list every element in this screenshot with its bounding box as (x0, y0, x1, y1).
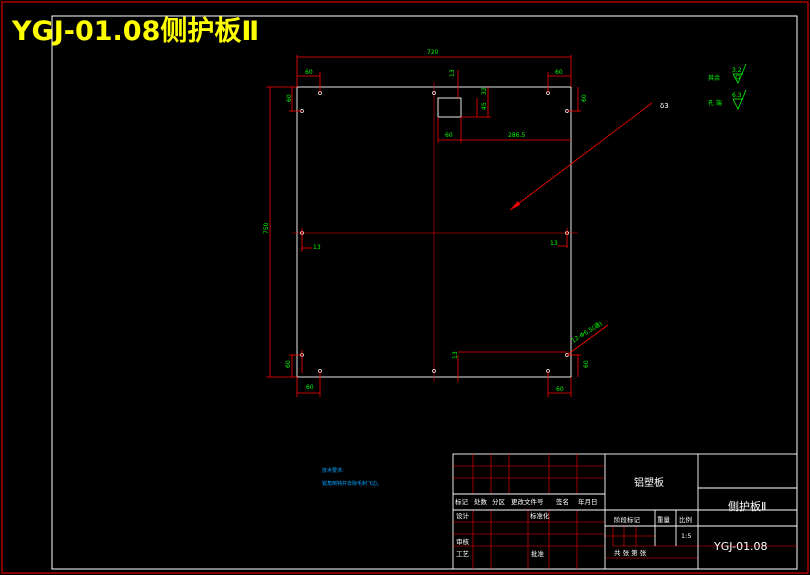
svg-text:处数: 处数 (474, 497, 488, 506)
dim-cutout-offset: 286.5 (508, 132, 525, 139)
drawing-title: YGJ-01.08侧护板Ⅱ (11, 16, 259, 47)
svg-text:审核: 审核 (456, 537, 470, 546)
inner-frame (51, 15, 798, 570)
dimension-lines (266, 55, 653, 397)
svg-text:批准: 批准 (531, 549, 545, 558)
svg-text:3.2: 3.2 (732, 67, 742, 74)
svg-text:阶段标记: 阶段标记 (614, 515, 641, 524)
svg-text:孔 端: 孔 端 (708, 99, 722, 107)
svg-text:设计: 设计 (456, 511, 470, 520)
dim-cutout-32: 32 (481, 87, 488, 95)
center-lines (292, 82, 578, 382)
svg-text:6.3: 6.3 (732, 92, 742, 99)
svg-text:标准化: 标准化 (530, 511, 550, 520)
svg-text:签名: 签名 (556, 497, 569, 506)
dim-mid-left-13: 13 (313, 244, 321, 251)
svg-text:比例: 比例 (679, 515, 692, 524)
dim-top-left-60: 60 (305, 69, 313, 76)
svg-text:分区: 分区 (492, 497, 506, 506)
mounting-holes (300, 91, 569, 373)
dim-bottom-right-60: 60 (556, 386, 564, 393)
dim-cutout-45: 45 (481, 102, 488, 110)
dim-left-60: 60 (286, 94, 293, 102)
svg-text:年月日: 年月日 (578, 497, 598, 506)
svg-text:1:5: 1:5 (681, 532, 691, 540)
dim-overall-width: 720 (427, 49, 439, 56)
title-block: 铝塑板 侧护板Ⅱ YGJ-01.08 标记 处数 分区 更改文件号 签名 年月日… (452, 453, 798, 570)
plate-cutout (437, 97, 462, 118)
dim-bottom-13: 13 (452, 351, 459, 359)
dim-top-right-60: 60 (555, 69, 563, 76)
drawing-number: YGJ-01.08 (713, 540, 768, 553)
dim-mid-right-13: 13 (550, 240, 558, 247)
thickness-label: δ3 (660, 102, 669, 110)
svg-text:重量: 重量 (657, 516, 671, 524)
material-label: 铝塑板 (634, 476, 664, 489)
dim-cutout-60: 60 (445, 132, 453, 139)
svg-text:更改文件号: 更改文件号 (511, 497, 544, 506)
dim-left-bottom-60: 60 (285, 360, 292, 368)
svg-text:标记: 标记 (455, 497, 469, 506)
dim-overall-height: 750 (263, 222, 270, 234)
svg-text:其余: 其余 (708, 74, 720, 82)
dim-bottom-left-60: 60 (306, 384, 314, 391)
svg-text:共 张 第 张: 共 张 第 张 (614, 548, 647, 557)
dim-right-60: 60 (581, 94, 588, 102)
dim-right-bottom-60: 60 (583, 360, 590, 368)
roughness-symbols: 其余 3.2 孔 端 6.3 (708, 63, 747, 110)
tech-notes-line1: 锐角倒钝并去除毛刺飞边。 (322, 480, 382, 487)
tech-notes-heading: 技术要求: (322, 467, 344, 474)
svg-text:工艺: 工艺 (456, 550, 470, 558)
dim-top-13: 13 (449, 69, 456, 77)
part-name: 侧护板Ⅱ (728, 499, 766, 513)
